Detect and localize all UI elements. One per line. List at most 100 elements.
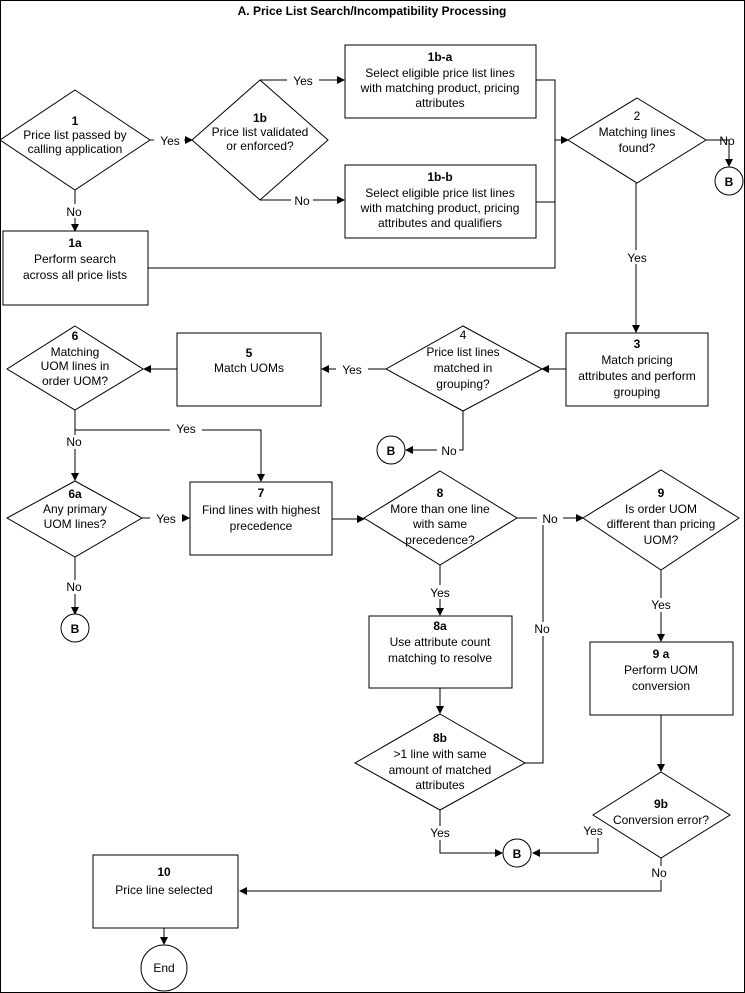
node-3-line-2: attributes and perform (578, 369, 695, 383)
node-1b-a-line-1: Select eligible price list lines (365, 66, 514, 80)
node-6a-line-1: Any primary (43, 502, 107, 516)
node-10-line-1: Price line selected (115, 883, 212, 897)
node-9-decision: 9 Is order UOM different than pricing UO… (582, 469, 740, 571)
node-6-line-3: order UOM? (42, 374, 108, 388)
edge-label-6a-yes: Yes (156, 512, 176, 526)
node-1b-b-line-3: attributes and qualifiers (378, 216, 502, 230)
node-1b-a-line-3: attributes (415, 96, 464, 110)
connector-b-3-label: B (71, 622, 80, 636)
node-1a-line-2: across all price lists (23, 268, 127, 282)
node-5-id: 5 (246, 346, 253, 360)
node-8a-process: 8a Use attribute count matching to resol… (368, 615, 513, 689)
node-8-line-3: precedence? (405, 533, 475, 547)
node-7-id: 7 (258, 486, 265, 500)
edge-label-8b-yes: Yes (430, 826, 450, 840)
node-6-line-2: UOM lines in (41, 359, 110, 373)
node-6-id: 6 (72, 329, 79, 343)
node-1b-a-process: 1b-a Select eligible price list lines wi… (344, 44, 537, 119)
node-7-line-1: Find lines with highest (202, 503, 321, 517)
node-2-line-1: Matching lines (599, 125, 676, 139)
node-7-process: 7 Find lines with highest precedence (189, 481, 333, 556)
node-2-line-2: found? (619, 141, 656, 155)
node-1b-line-2: or enforced? (226, 139, 294, 153)
edge-label-9b-yes: Yes (583, 824, 603, 838)
edge-label-1-no: No (66, 205, 82, 219)
connector-b-4-label: B (513, 847, 522, 861)
edge-label-6-no: No (66, 435, 82, 449)
node-4-line-3: grouping? (436, 377, 490, 391)
connector-b-3: B (60, 613, 90, 643)
connector-b-4: B (502, 838, 532, 868)
node-5-line-1: Match UOMs (214, 361, 284, 375)
end-terminator: End (140, 944, 188, 992)
node-8b-line-1: >1 line with same (393, 747, 486, 761)
node-1b-a-id: 1b-a (428, 50, 453, 64)
edge-label-4-yes: Yes (342, 363, 362, 377)
node-8b-decision: 8b >1 line with same amount of matched a… (353, 713, 527, 811)
node-9-id: 9 (658, 486, 665, 500)
edge-label-4-no: No (441, 444, 457, 458)
node-3-id: 3 (634, 337, 641, 351)
node-9a-line-1: Perform UOM (624, 663, 698, 677)
node-1b-decision: 1b Price list validated or enforced? (191, 79, 329, 201)
node-8a-line-1: Use attribute count (390, 635, 491, 649)
node-6-decision: 6 Matching UOM lines in order UOM? (6, 325, 144, 411)
node-7-line-2: precedence (230, 519, 293, 533)
node-1b-b-id: 1b-b (427, 170, 452, 184)
node-6a-decision: 6a Any primary UOM lines? (5, 480, 144, 558)
node-8b-id: 8b (433, 731, 447, 745)
node-1b-b-line-2: with matching product, pricing (360, 201, 520, 215)
node-1b-id: 1b (253, 111, 267, 125)
node-8a-id: 8a (433, 619, 447, 633)
connector-b-2: B (376, 435, 406, 465)
node-6a-line-2: UOM lines? (44, 517, 107, 531)
node-10-id: 10 (157, 865, 171, 879)
edge-label-2-no: No (719, 134, 735, 148)
edge-label-1-yes: Yes (160, 134, 180, 148)
node-9b-line-1: Conversion error? (613, 813, 709, 827)
edge-labels: Yes No Yes No No Yes Yes No Yes No Yes N… (63, 73, 735, 880)
edge-label-8b-no: No (534, 622, 550, 636)
node-9-line-2: different than pricing (607, 517, 716, 531)
node-1-id: 1 (72, 114, 79, 128)
connector-b-1: B (714, 166, 744, 196)
end-label: End (153, 961, 174, 975)
node-9a-id: 9 a (653, 647, 670, 661)
edge-label-9b-no: No (651, 866, 667, 880)
node-8-decision: 8 More than one line with same precedenc… (363, 470, 518, 566)
edge-label-1b-yes: Yes (293, 74, 313, 88)
node-8b-line-3: attributes (415, 778, 464, 792)
node-8b-line-2: amount of matched (389, 763, 492, 777)
node-1a-process: 1a Perform search across all price lists (2, 230, 149, 306)
edge-label-2-yes: Yes (627, 251, 647, 265)
node-9a-process: 9 a Perform UOM conversion (589, 641, 734, 716)
node-6-line-1: Matching (51, 345, 100, 359)
node-8-line-2: with same (412, 517, 467, 531)
diagram-title: A. Price List Search/Incompatibility Pro… (238, 4, 507, 18)
edge-label-6-yes: Yes (176, 422, 196, 436)
node-4-id: 4 (460, 328, 467, 342)
node-1-line-2: calling application (28, 142, 123, 156)
node-4-line-1: Price list lines (426, 345, 499, 359)
node-1a-line-1: Perform search (34, 252, 116, 266)
node-1a-id: 1a (68, 236, 82, 250)
node-4-line-2: matched in (434, 361, 493, 375)
node-1-line-1: Price list passed by (23, 128, 126, 142)
node-1-decision: 1 Price list passed by calling applicati… (0, 89, 151, 191)
edge-label-9-yes: Yes (651, 598, 671, 612)
node-3-line-3: grouping (614, 385, 661, 399)
node-5-process: 5 Match UOMs (176, 332, 322, 407)
connectors (71, 76, 733, 945)
node-4-decision: 4 Price list lines matched in grouping? (384, 325, 544, 412)
node-2-id: 2 (634, 109, 641, 123)
edge-label-8-no: No (542, 512, 558, 526)
node-1b-b-process: 1b-b Select eligible price list lines wi… (344, 164, 537, 239)
connector-b-1-label: B (725, 175, 734, 189)
node-8-line-1: More than one line (390, 502, 490, 516)
node-6a-id: 6a (68, 487, 82, 501)
node-9-line-1: Is order UOM (625, 502, 697, 516)
connector-b-2-label: B (387, 444, 396, 458)
edge-label-6a-no: No (66, 580, 82, 594)
node-8a-line-2: matching to resolve (388, 651, 492, 665)
node-3-process: 3 Match pricing attributes and perform g… (565, 332, 709, 407)
